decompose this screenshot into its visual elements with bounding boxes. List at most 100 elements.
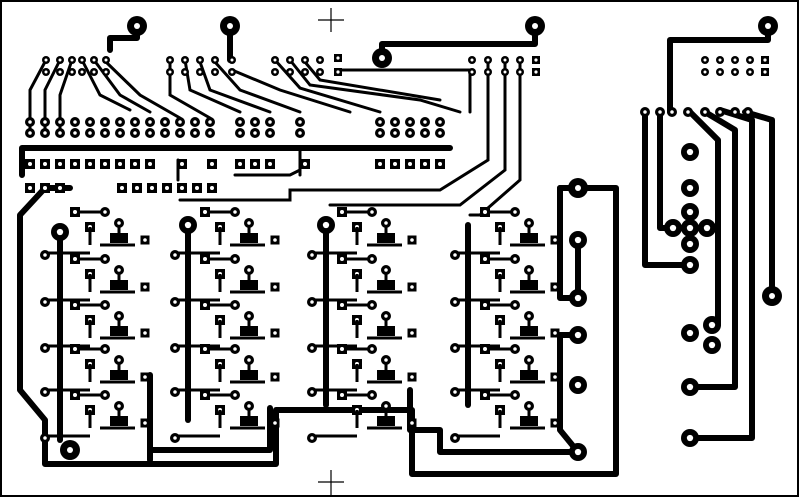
diode-body (377, 233, 395, 243)
square-pad-hole (273, 421, 277, 425)
via-hole (527, 268, 531, 272)
square-pad-hole (210, 162, 214, 166)
via-hole (104, 58, 108, 62)
via-hole (117, 221, 121, 225)
via-hole (503, 58, 507, 62)
via-hole (70, 58, 74, 62)
square-pad-hole (553, 285, 557, 289)
square-pad-hole (438, 162, 442, 166)
via-hole (513, 393, 517, 397)
square-pad-hole (273, 331, 277, 335)
square-pad-hole (534, 70, 538, 74)
via-hole (80, 58, 84, 62)
via-hole (43, 346, 47, 350)
via-hole (148, 120, 152, 124)
top-headers (42, 54, 769, 76)
via-hole (43, 300, 47, 304)
via-hole (686, 208, 694, 216)
via-hole (453, 300, 457, 304)
via-hole (686, 148, 694, 156)
via-hole (80, 70, 84, 74)
via-hole (370, 210, 374, 214)
diode-body (110, 326, 128, 336)
square-pad-hole (73, 303, 77, 307)
via-hole (486, 58, 490, 62)
diode-body (377, 370, 395, 380)
fiducial-top (318, 8, 344, 32)
square-pad-hole (340, 210, 344, 214)
via-hole (303, 58, 307, 62)
via-hole (686, 110, 690, 114)
via-hole (58, 70, 62, 74)
via-hole (117, 268, 121, 272)
via-hole (527, 358, 531, 362)
via-hole (686, 240, 694, 248)
via-hole (88, 131, 92, 135)
via-hole (438, 120, 442, 124)
via-hole (148, 131, 152, 135)
via-hole (718, 70, 722, 74)
via-hole (208, 131, 212, 135)
via-hole (253, 120, 257, 124)
square-pad-hole (483, 393, 487, 397)
via-hole (92, 70, 96, 74)
via-hole (384, 404, 388, 408)
square-pad-hole (483, 347, 487, 351)
via-hole (527, 314, 531, 318)
square-pad-hole (28, 186, 32, 190)
via-hole (518, 70, 522, 74)
via-hole (273, 58, 277, 62)
diode-body (520, 326, 538, 336)
via-hole (574, 294, 582, 302)
via-hole (183, 70, 187, 74)
square-pad-hole (483, 257, 487, 261)
via-hole (708, 321, 716, 329)
via-hole (117, 314, 121, 318)
via-hole (198, 58, 202, 62)
via-hole (56, 228, 64, 236)
via-hole (384, 221, 388, 225)
square-pad-hole (410, 285, 414, 289)
via-hole (384, 358, 388, 362)
via-hole (423, 120, 427, 124)
square-pad-hole (553, 238, 557, 242)
via-hole (247, 404, 251, 408)
via-hole (208, 120, 212, 124)
square-pad-hole (73, 210, 77, 214)
square-pad-hole (268, 162, 272, 166)
via-hole (733, 58, 737, 62)
via-hole (686, 184, 694, 192)
square-pad-hole (273, 285, 277, 289)
via-hole (173, 253, 177, 257)
via-hole (233, 347, 237, 351)
via-hole (268, 131, 272, 135)
square-pad-hole (73, 393, 77, 397)
square-pad-hole (273, 238, 277, 242)
via-hole (233, 257, 237, 261)
square-pad-hole (210, 186, 214, 190)
via-hole (733, 70, 737, 74)
square-pad-hole (336, 56, 340, 60)
via-hole (118, 131, 122, 135)
via-hole (103, 120, 107, 124)
via-hole (453, 390, 457, 394)
square-pad-hole (253, 162, 257, 166)
via-hole (43, 131, 47, 135)
via-hole (703, 58, 707, 62)
via-hole (703, 70, 707, 74)
via-hole (703, 224, 711, 232)
square-pad-hole (410, 375, 414, 379)
via-hole (686, 434, 694, 442)
via-hole (378, 131, 382, 135)
via-hole (703, 110, 707, 114)
via-hole (238, 120, 242, 124)
square-pad-hole (148, 162, 152, 166)
square-pad-hole (273, 375, 277, 379)
via-hole (658, 110, 662, 114)
via-hole (310, 253, 314, 257)
diode-body (377, 280, 395, 290)
square-pad-hole (28, 162, 32, 166)
diode-body (520, 370, 538, 380)
via-hole (43, 120, 47, 124)
